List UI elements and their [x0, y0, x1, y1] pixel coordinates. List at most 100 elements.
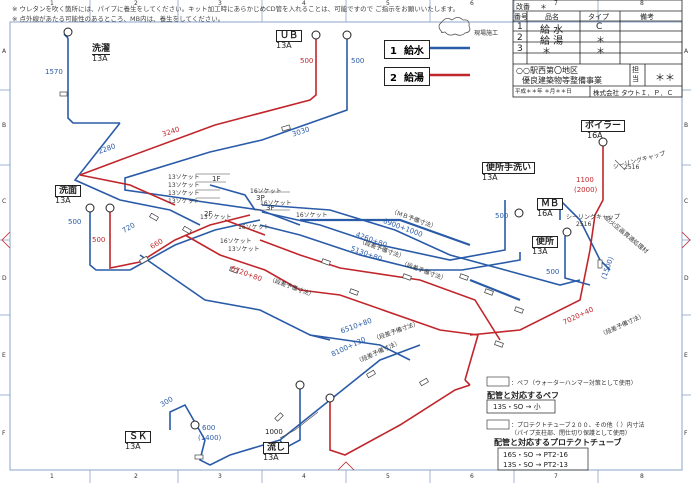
- socket-4: 13ソケット: [168, 198, 200, 205]
- pef-sample-box: [486, 376, 510, 387]
- legend-water-label: 給水: [403, 46, 424, 57]
- dim-500-toilet: 500: [495, 212, 509, 220]
- water-pipes: [63, 33, 611, 466]
- grid-col-6: 6: [470, 0, 474, 7]
- socket-5: 16ソケット: [250, 188, 282, 195]
- fixture-nagashi-size: 13A: [263, 453, 279, 462]
- tb-rev-label: 改番: [516, 3, 530, 11]
- tb-r1-name: 給 水: [540, 25, 564, 36]
- fixture-toilet-sink-name: 便所手洗い: [482, 162, 536, 174]
- tb-r1-no: 1: [517, 22, 523, 32]
- fixture-mb-name: ＭＢ: [537, 198, 564, 210]
- fixture-boiler-name: ボイラー: [581, 120, 626, 132]
- protect-tubes: [59, 91, 603, 460]
- tb-r2-no: 2: [517, 33, 523, 43]
- dim-1570: 1570: [45, 68, 63, 76]
- grid-row-b-right: B: [684, 122, 689, 129]
- tb-r2-name: 給 湯: [540, 36, 564, 47]
- socket-1: 13ソケット: [168, 174, 200, 181]
- pt-row-1: 16S・SO → PT2-16: [503, 451, 569, 459]
- pt-rows-box: [497, 447, 589, 471]
- fixture-mb: ＭＢ 16A: [537, 198, 564, 219]
- floor-mark-4: 3F: [266, 204, 275, 212]
- fixture-senmen-name: 洗面: [55, 185, 82, 197]
- floor-mark-3: 3P: [256, 194, 265, 202]
- grid-row-e: E: [2, 352, 6, 359]
- tb-r3-type: ＊: [596, 47, 606, 57]
- tb-h-no: 番号: [514, 13, 528, 21]
- fixture-sk: ＳＫ 13A: [125, 431, 152, 452]
- floor-mark-2: 2F: [204, 210, 213, 218]
- tb-tanto: 担当: [632, 66, 639, 83]
- pef-row-box: [486, 399, 556, 414]
- dim-500-ub-red: 500: [300, 57, 314, 65]
- pt-row-2: 13S・SO → PT2-13: [503, 461, 569, 469]
- dim-1100: 1100: [576, 176, 594, 184]
- tb-h-note: 備考: [640, 13, 654, 21]
- socket-7: 16ソケット: [296, 212, 328, 219]
- grid-col-1-bottom: 1: [50, 473, 54, 480]
- legend-hot-label: 給湯: [403, 73, 424, 84]
- grid-row-a-right: A: [684, 48, 689, 55]
- fixture-benjo-size: 13A: [532, 247, 548, 256]
- tb-project-1: ○○駅西第〇地区: [516, 66, 578, 75]
- cloud-label: 現場施工: [474, 30, 499, 37]
- grid-col-5: 5: [386, 0, 390, 7]
- grid-row-c: C: [2, 198, 7, 205]
- note-seal-boiler-size: 2516: [624, 164, 640, 171]
- fixture-ub: ＵＢ 13A: [276, 30, 303, 51]
- legend-hot: 2 給湯: [384, 67, 430, 86]
- grid-col-1: 1: [50, 0, 54, 7]
- pt-sample-box: [486, 419, 510, 430]
- center-marks: [1, 231, 691, 471]
- fixture-ub-name: ＵＢ: [276, 30, 303, 42]
- grid-row-e-right: E: [684, 352, 688, 359]
- tb-r3-name: ＊: [542, 47, 552, 57]
- socket-8: 13ソケット: [200, 214, 232, 221]
- grid-col-3-bottom: 3: [218, 473, 222, 480]
- tb-r1-type: C: [596, 22, 603, 32]
- grid-row-c-right: C: [684, 198, 689, 205]
- fixture-senmen-size: 13A: [55, 196, 71, 205]
- dim-500-senmen-blue: 500: [68, 218, 82, 226]
- fixture-senmen: 洗面 13A: [55, 185, 82, 206]
- fixture-mb-size: 16A: [537, 209, 553, 218]
- tb-r2-type: ＊: [596, 36, 606, 46]
- fixture-benjo: 便所 13A: [532, 236, 559, 257]
- grid-col-7: 7: [554, 0, 558, 7]
- tb-project-2: 優良建築物等整備事業: [522, 76, 602, 85]
- legend-water: 1 給水: [384, 40, 430, 59]
- dim-500-benjo: 500: [546, 268, 560, 276]
- fixture-sentaku-size: 13A: [92, 54, 108, 63]
- grid-row-f-right: F: [684, 430, 688, 437]
- socket-2: 13ソケット: [168, 182, 200, 189]
- socket-3: 13ソケット: [168, 190, 200, 197]
- pt-desc-2: （パイプ支柱部、閉仕切り保護として使用）: [511, 430, 631, 437]
- faucets: [63, 27, 608, 430]
- fixture-sk-name: ＳＫ: [125, 431, 152, 443]
- tb-company: 株式会社 タウトＩ．Ｐ．Ｃ: [593, 89, 674, 97]
- grid-col-6-bottom: 6: [470, 473, 474, 480]
- grid-col-8: 8: [640, 0, 644, 7]
- cloud-icon: [438, 17, 471, 36]
- tb-h-name: 品名: [545, 13, 559, 21]
- grid-col-5-bottom: 5: [386, 473, 390, 480]
- pef-row: 13S・SO → 小: [493, 403, 541, 411]
- fixture-sentaku-name: 洗濯: [92, 44, 111, 55]
- tb-rev-value: ＊: [540, 3, 547, 11]
- grid-row-d-right: D: [684, 275, 689, 282]
- note-2: ※ 点外線があたる可能性のあるところ、MB内は、養生をしてください。: [12, 15, 225, 23]
- grid-col-2-bottom: 2: [134, 473, 138, 480]
- grid-col-4-bottom: 4: [302, 473, 306, 480]
- note-seal-mb-size: 2516: [576, 221, 592, 228]
- fixture-benjo-name: 便所: [532, 236, 559, 248]
- leader-lines: [196, 159, 626, 439]
- dim-2000: (2000): [574, 186, 598, 194]
- grid-row-b: B: [2, 122, 7, 129]
- dim-600: 600: [202, 424, 216, 432]
- fixture-nagashi-name: 流し: [263, 442, 290, 454]
- tb-tanto-value: ＊＊: [655, 73, 675, 84]
- legend-hot-num: 2: [390, 73, 397, 84]
- socket-6: 16ソケット: [260, 200, 292, 207]
